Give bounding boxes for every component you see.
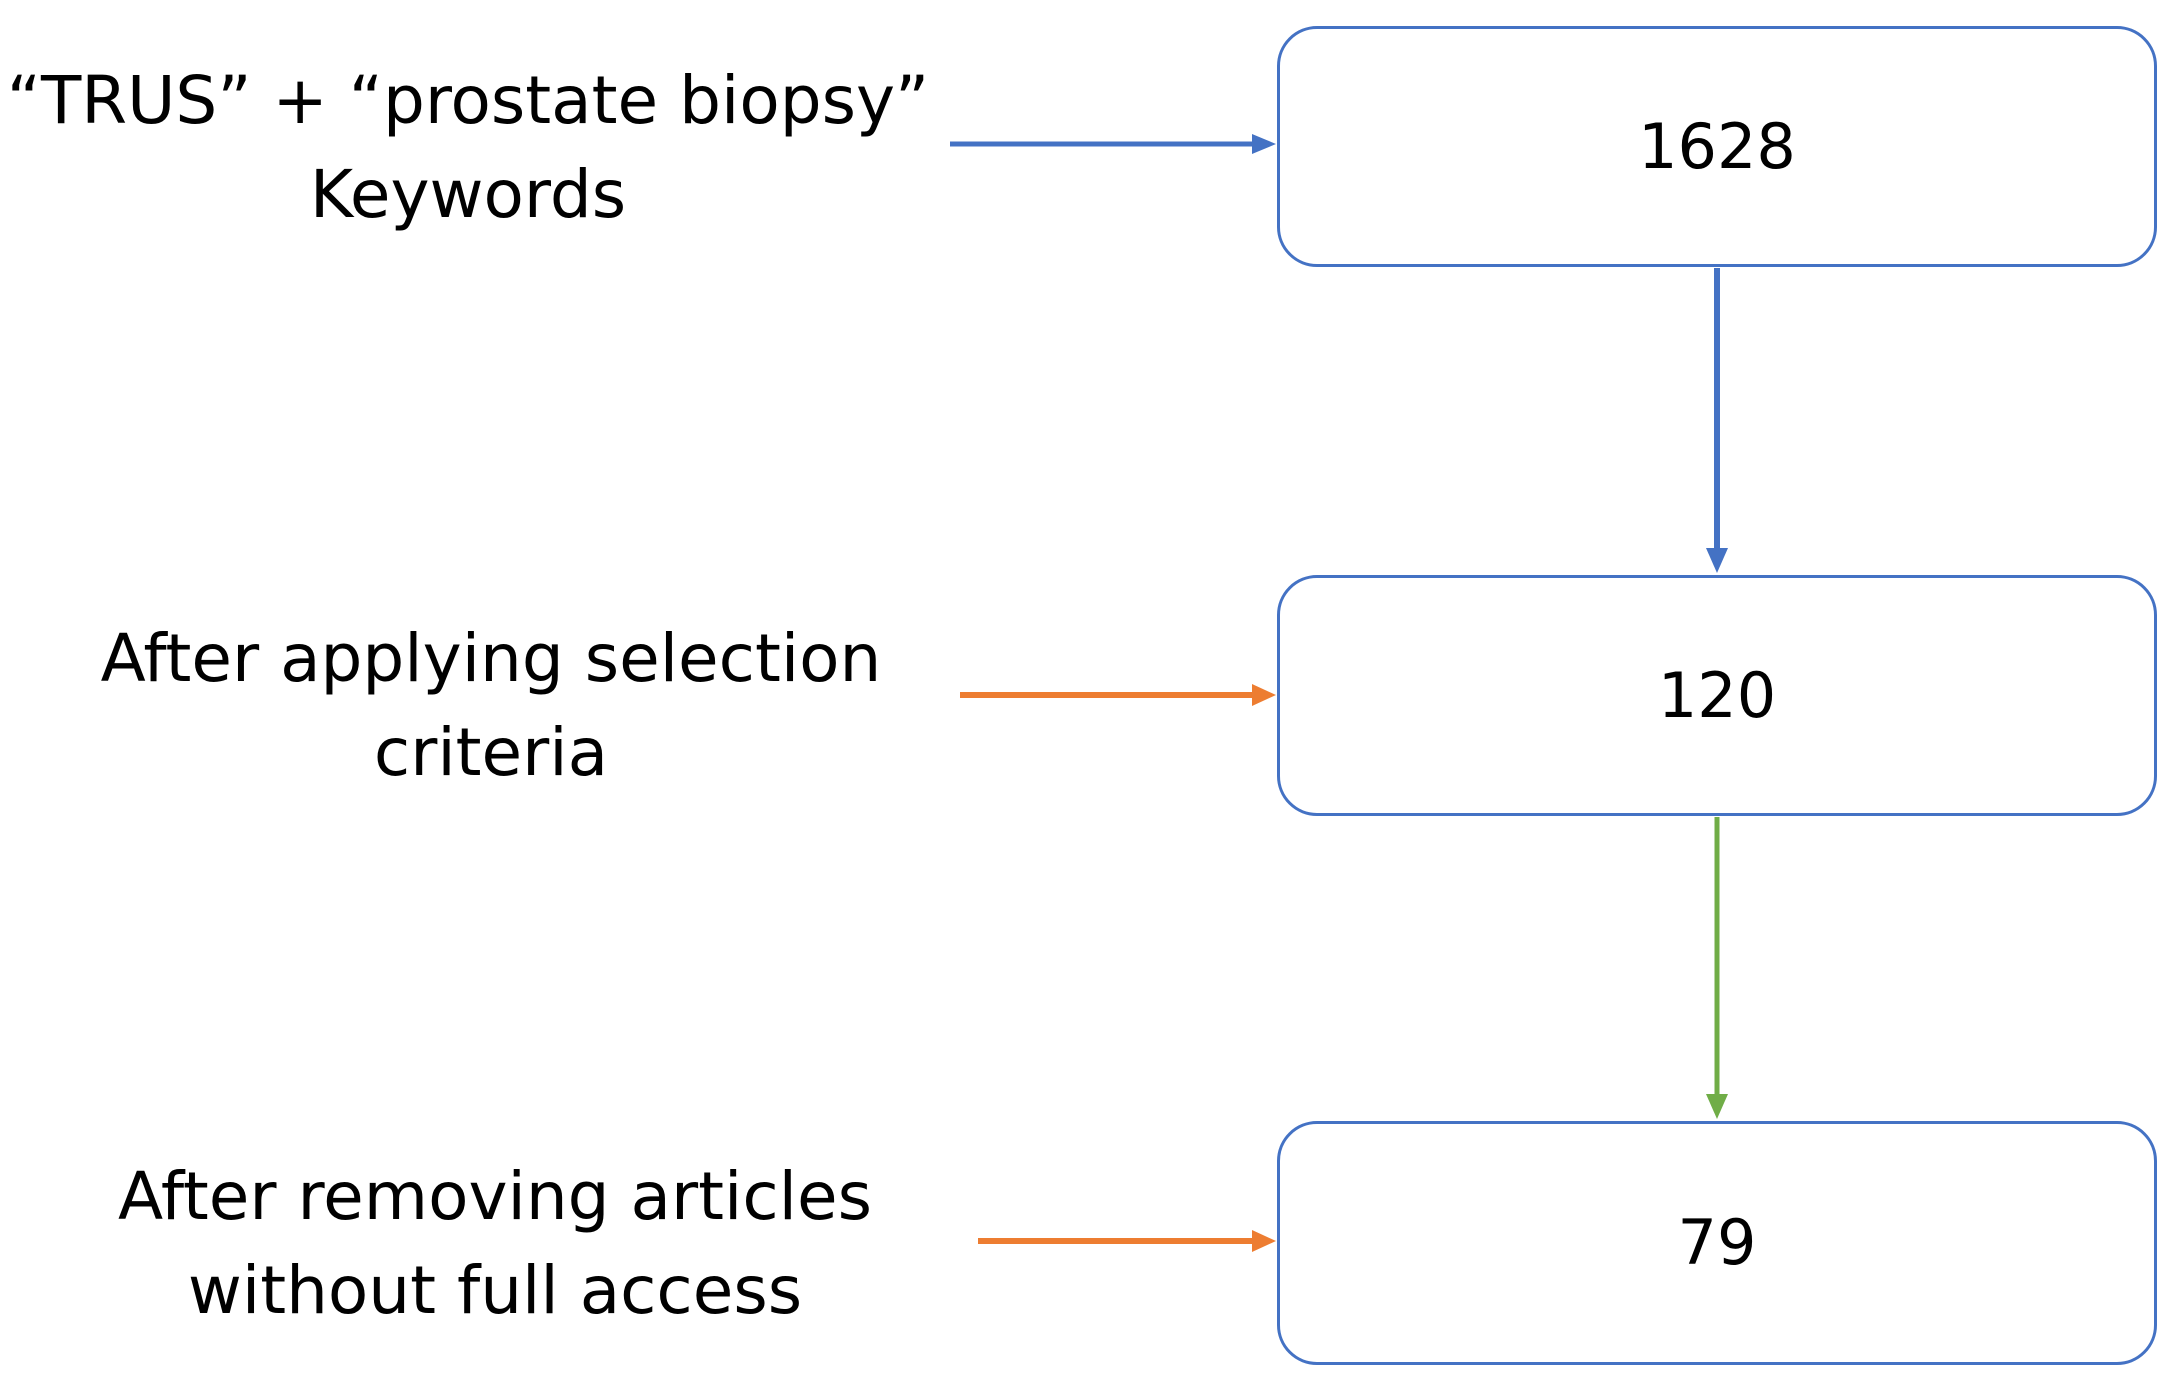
arrow-head xyxy=(1706,548,1728,573)
arrow-head xyxy=(1252,1230,1276,1252)
step-label-keywords: “TRUS” + “prostate biopsy” Keywords xyxy=(0,54,936,242)
label-line: “TRUS” + “prostate biopsy” xyxy=(6,62,930,139)
arrow-head xyxy=(1252,134,1276,154)
label-line: Keywords xyxy=(309,156,627,233)
count-box-keywords: 1628 xyxy=(1277,26,2157,267)
step-label-selection-criteria: After applying selection criteria xyxy=(20,612,962,800)
count-box-selection-criteria: 120 xyxy=(1277,575,2157,816)
arrow-head xyxy=(1706,1094,1728,1119)
count-value: 79 xyxy=(1677,1206,1757,1279)
label-line: without full access xyxy=(187,1252,803,1329)
label-line: After removing articles xyxy=(118,1158,872,1235)
count-value: 120 xyxy=(1657,658,1777,732)
step-label-full-access: After removing articles without full acc… xyxy=(40,1150,950,1338)
count-box-full-access: 79 xyxy=(1277,1121,2157,1365)
count-value: 1628 xyxy=(1638,109,1796,183)
label-line: criteria xyxy=(373,714,609,791)
arrow-head xyxy=(1252,684,1276,706)
label-line: After applying selection xyxy=(100,620,882,697)
